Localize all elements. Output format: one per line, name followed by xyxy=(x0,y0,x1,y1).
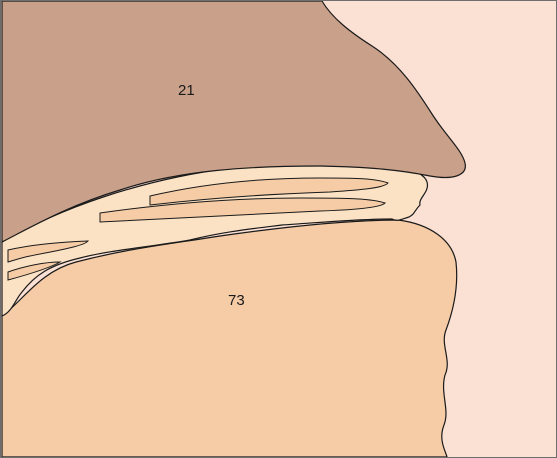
upper-region-label: 21 xyxy=(178,82,195,99)
lower-region-label: 73 xyxy=(228,292,245,309)
